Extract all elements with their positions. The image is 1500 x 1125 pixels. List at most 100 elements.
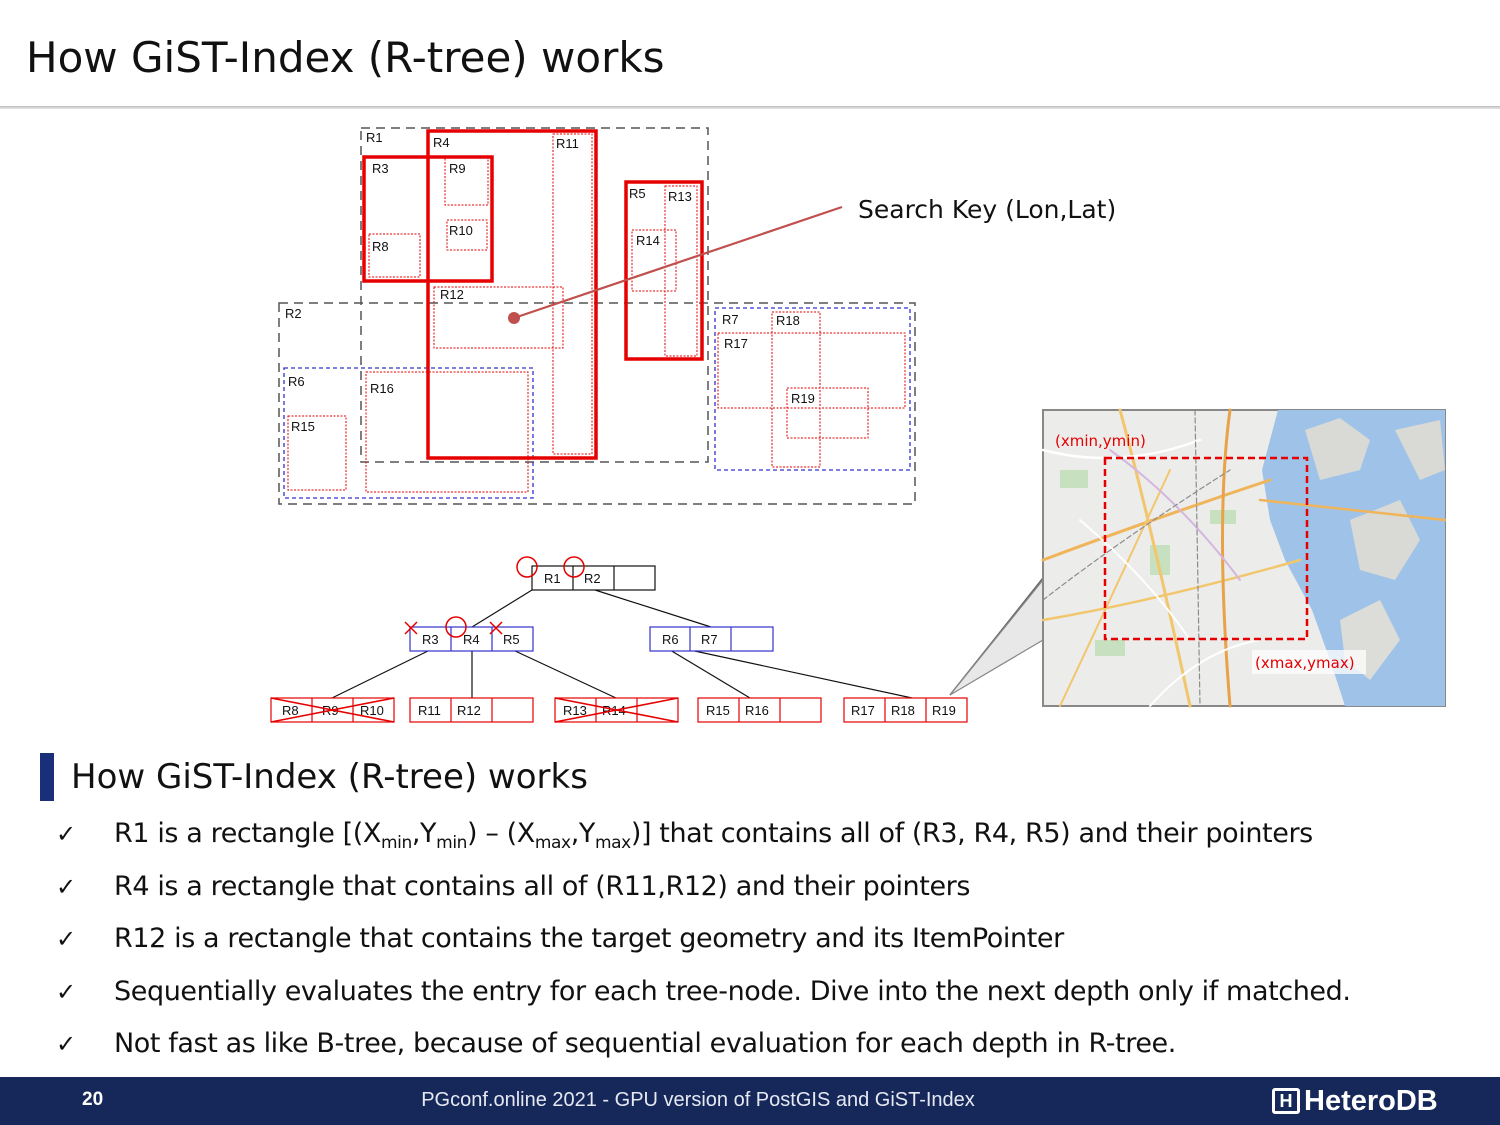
map-max-label: (xmax,ymax): [1255, 654, 1355, 672]
tree-entry-r6: R6: [662, 632, 679, 647]
label-r17: R17: [724, 336, 748, 351]
slide-title: How GiST-Index (R-tree) works: [26, 33, 665, 82]
tree-entry-r16: R16: [745, 703, 769, 718]
rect-r19: [786, 387, 869, 439]
tree-edges: [331, 577, 1044, 699]
rect-r14: [631, 229, 677, 292]
footer-caption: PGconf.online 2021 - GPU version of Post…: [421, 1089, 975, 1111]
label-r3: R3: [372, 161, 389, 176]
bullet-text: R12 is a rectangle that contains the tar…: [114, 923, 1064, 954]
tree-entry-r10: R10: [360, 703, 384, 718]
rtree-diagram: R1 R4 R11 R3 R9 R5 R13 R10 R14 R8 R12 R2…: [270, 127, 1447, 723]
rect-r6: [283, 367, 534, 499]
rect-r13: [664, 185, 698, 357]
checkmark-icon: ✓: [56, 1030, 77, 1058]
checkmark-icon: ✓: [56, 872, 77, 901]
map-callout-pointer: [949, 578, 1044, 696]
tree-entry-r1: R1: [544, 571, 561, 586]
rect-r12: [433, 286, 564, 349]
tree-entry-r7: R7: [701, 632, 718, 647]
rect-r11: [552, 133, 593, 455]
page-number: 20: [82, 1089, 104, 1110]
map-thumbnail: (xmin,ymin) (xmax,ymax): [1041, 408, 1447, 708]
match-circle-r4: [445, 616, 467, 638]
tree-entry-r4: R4: [463, 632, 480, 647]
section-subtitle: How GiST-Index (R-tree) works: [71, 757, 588, 797]
tree-entry-r2: R2: [584, 571, 601, 586]
label-r19: R19: [791, 391, 815, 406]
bullet-text: Not fast as like B-tree, because of sequ…: [114, 1028, 1176, 1059]
tree-entry-r15: R15: [706, 703, 730, 718]
label-r10: R10: [449, 223, 473, 238]
tree-entry-r17: R17: [851, 703, 875, 718]
label-r16: R16: [370, 381, 394, 396]
tree-entry-r19: R19: [932, 703, 956, 718]
tree-entry-r13: R13: [563, 703, 587, 718]
rect-r5: [624, 180, 704, 361]
rect-r18: [771, 311, 821, 468]
checkmark-icon: ✓: [56, 977, 77, 1006]
tree-node-r6-r7: R6 R7: [649, 626, 774, 652]
bullet-item: ✓ Sequentially evaluates the entry for e…: [56, 970, 1476, 1023]
logo-mark-icon: H: [1272, 1088, 1300, 1114]
label-r5: R5: [629, 186, 646, 201]
tree-leaf-r11-r12: R11 R12: [409, 697, 534, 723]
rect-r1: [360, 127, 709, 463]
bullet-list: ✓ R1 is a rectangle [(Xmin,Ymin) – (Xmax…: [56, 812, 1476, 1075]
label-r4: R4: [433, 135, 450, 150]
map-min-label: (xmin,ymin): [1055, 432, 1146, 450]
tree-entry-r3: R3: [422, 632, 439, 647]
map-query-box: [1103, 456, 1309, 641]
tree-leaf-r8-r10: R8 R9 R10: [270, 697, 395, 723]
tree-entry-r5: R5: [503, 632, 520, 647]
rect-r16: [365, 371, 529, 493]
bullet-item: ✓ R12 is a rectangle that contains the t…: [56, 917, 1476, 970]
tree-entry-r12: R12: [457, 703, 481, 718]
label-r8: R8: [372, 239, 389, 254]
checkmark-icon: ✓: [56, 925, 77, 953]
search-key-pointer: Search Key (Lon,Lat): [508, 195, 1116, 324]
label-r7: R7: [722, 312, 739, 327]
reject-cross-leaf1: [270, 697, 395, 723]
heterodb-logo: H HeteroDB: [1272, 1085, 1438, 1117]
label-r12: R12: [440, 287, 464, 302]
bullet-item: ✓ R1 is a rectangle [(Xmin,Ymin) – (Xmax…: [56, 812, 1476, 865]
bullet-item: ✓ Not fast as like B-tree, because of se…: [56, 1022, 1476, 1075]
footer-bar: 20 PGconf.online 2021 - GPU version of P…: [0, 1077, 1500, 1125]
match-circle-r1: [516, 556, 538, 578]
spatial-labels: R1 R4 R11 R3 R9 R5 R13 R10 R14 R8 R12 R2…: [285, 130, 815, 434]
bullet-text: Sequentially evaluates the entry for eac…: [114, 975, 1351, 1007]
spatial-rectangles: [278, 127, 916, 505]
reject-cross-leaf3: [554, 697, 679, 723]
label-r9: R9: [449, 161, 466, 176]
checkmark-icon: ✓: [56, 820, 77, 848]
tree-entry-r18: R18: [891, 703, 915, 718]
bullet-text: R4 is a rectangle that contains all of (…: [114, 870, 971, 902]
bullet-text: R1 is a rectangle [(Xmin,Ymin) – (Xmax,Y…: [114, 818, 1313, 853]
map-bay-water: [1262, 410, 1445, 706]
title-divider: [0, 106, 1500, 109]
tree-entry-r11: R11: [418, 703, 441, 718]
label-r13: R13: [668, 189, 692, 204]
rect-r17: [717, 332, 906, 409]
bullet-item: ✓ R4 is a rectangle that contains all of…: [56, 865, 1476, 918]
search-key-point: [508, 312, 520, 324]
logo-text: HeteroDB: [1304, 1084, 1438, 1117]
subtitle-accent-bar: [40, 753, 54, 801]
tree-leaf-r13-r14: R13 R14: [554, 697, 679, 723]
tree-root-node: R1 R2: [516, 556, 656, 591]
search-key-label: Search Key (Lon,Lat): [858, 195, 1116, 224]
rect-r4: [426, 129, 598, 460]
label-r1: R1: [366, 130, 383, 145]
label-r15: R15: [291, 419, 315, 434]
label-r2: R2: [285, 306, 302, 321]
tree-entry-r8: R8: [282, 703, 299, 718]
tree-leaf-r15-r16: R15 R16: [697, 697, 822, 723]
label-r11: R11: [556, 136, 579, 151]
rect-r7: [714, 307, 911, 471]
rect-r9: [444, 156, 489, 206]
match-circle-r2: [563, 556, 585, 578]
label-r18: R18: [776, 313, 800, 328]
rect-r8: [368, 233, 421, 278]
tree-node-r3-r4-r5: R3 R4 R5: [404, 616, 534, 652]
